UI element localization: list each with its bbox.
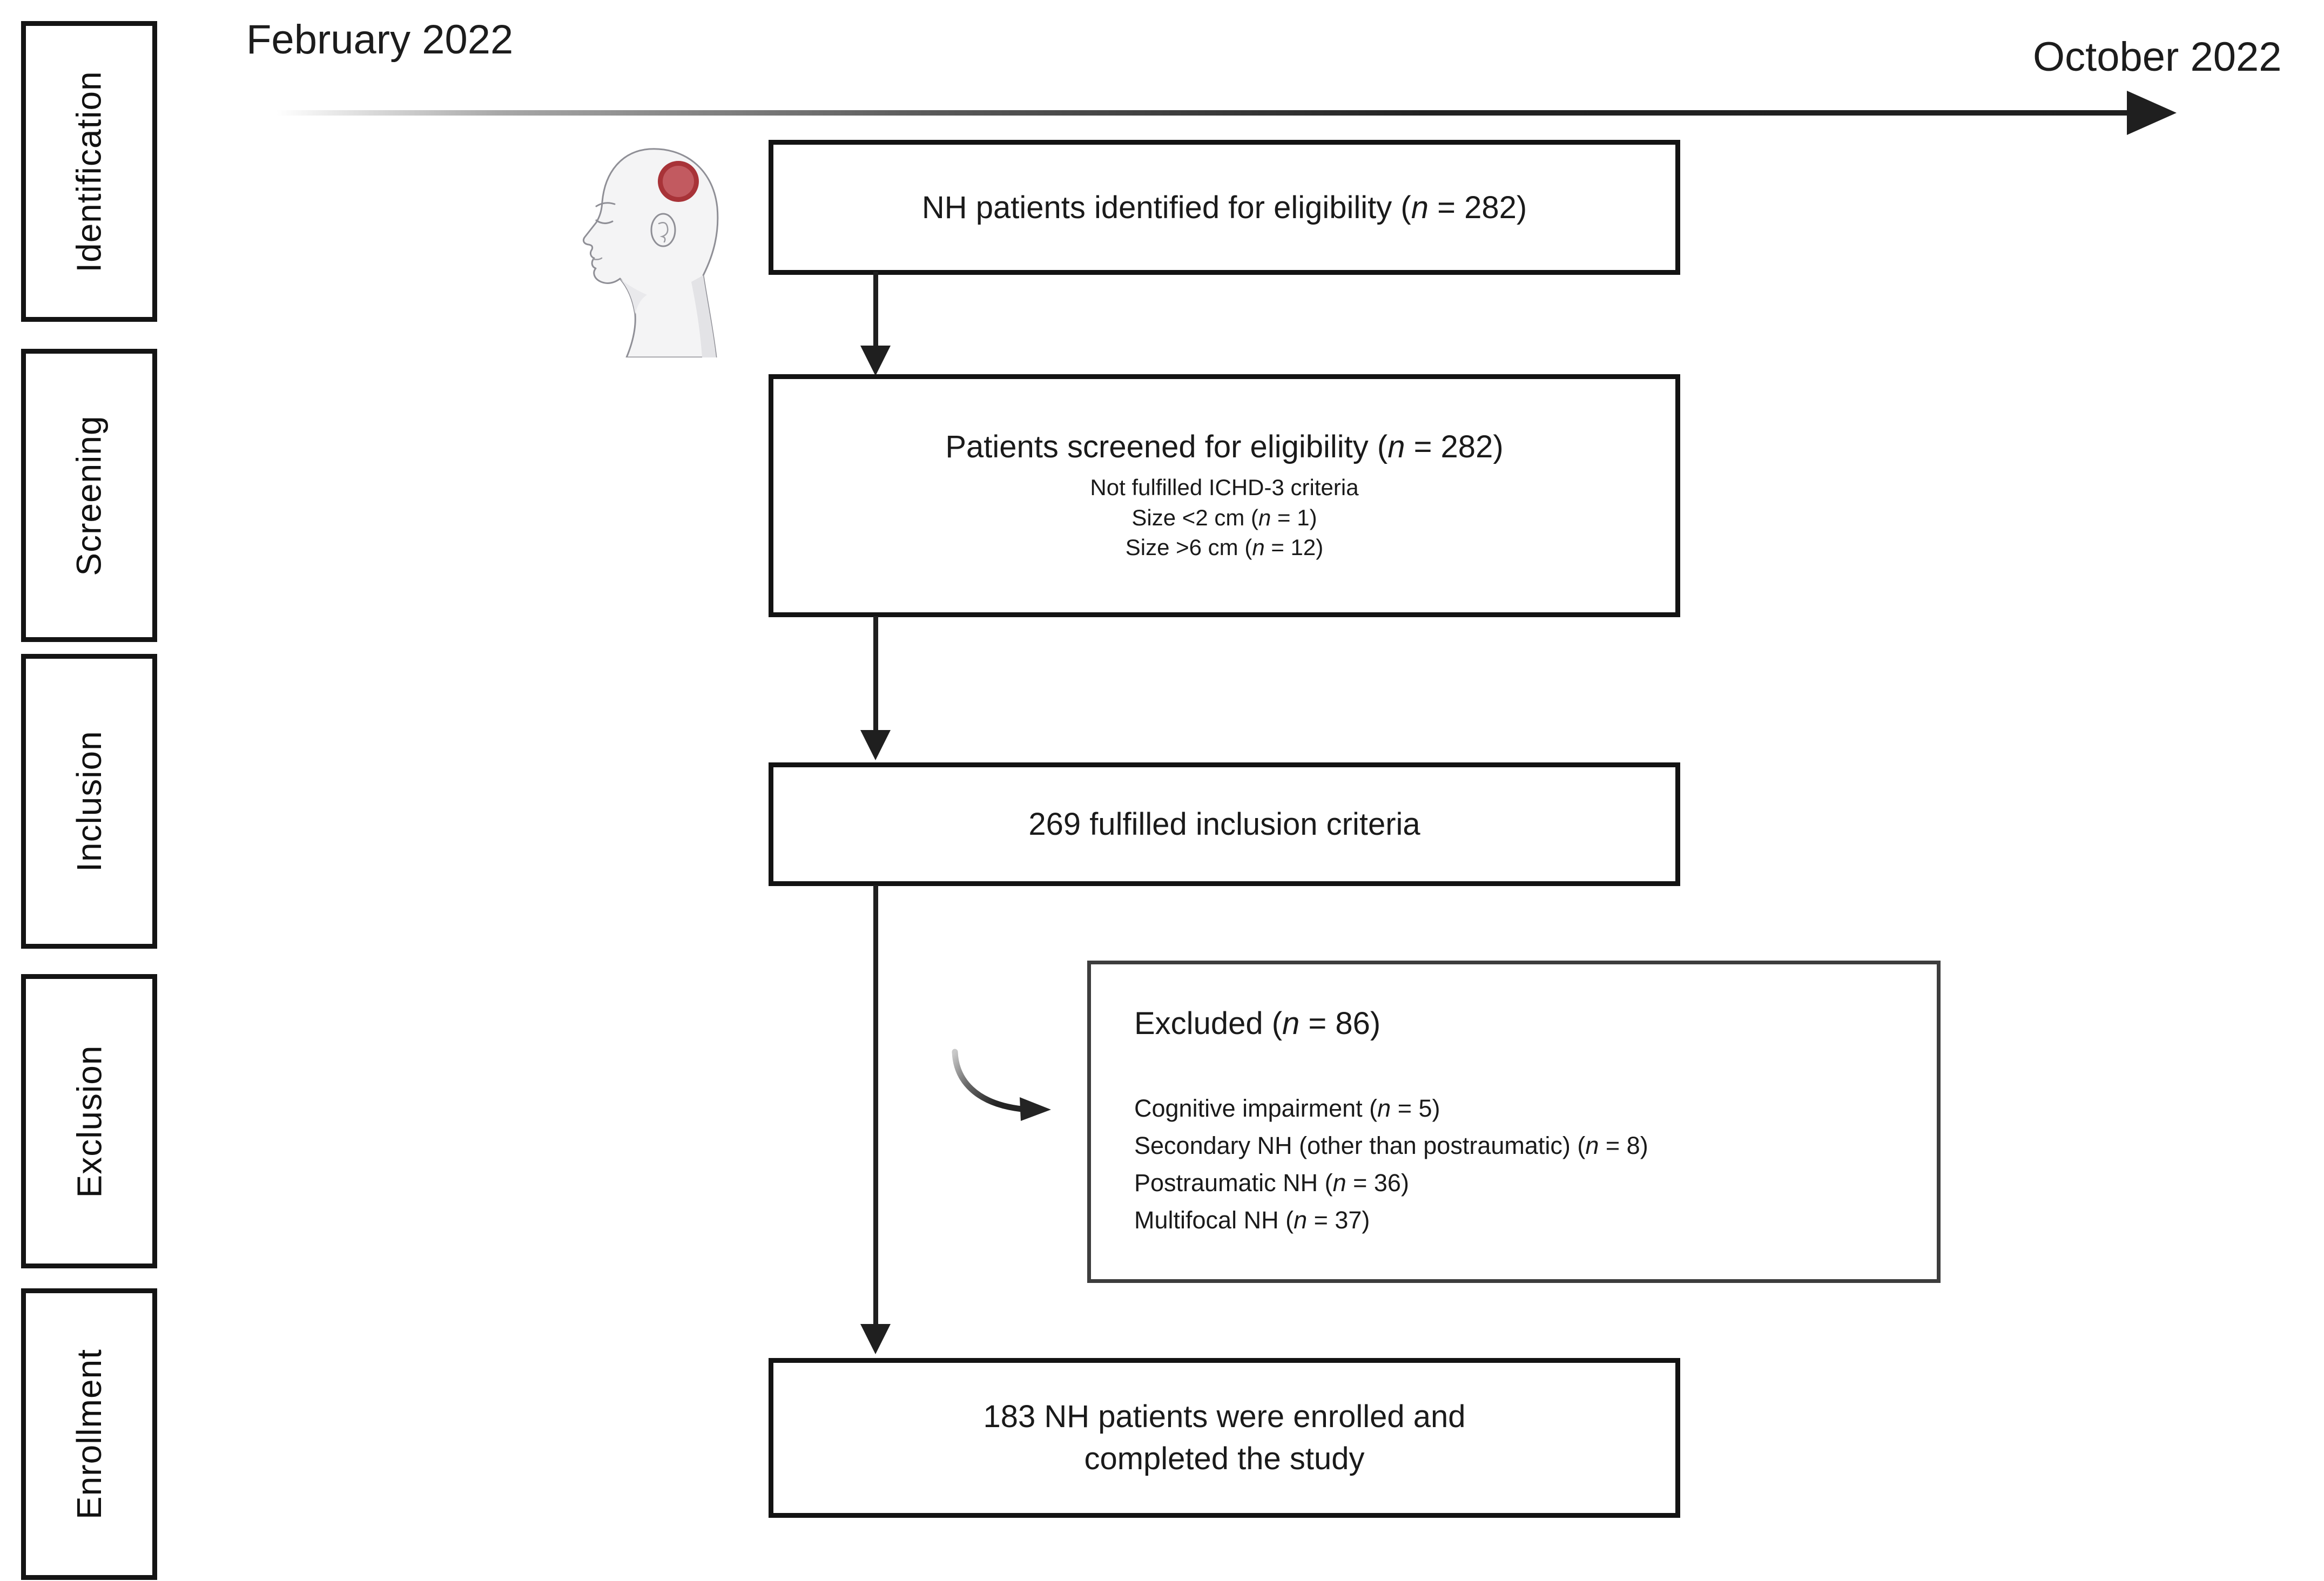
timeline-start-label: February 2022 — [246, 17, 514, 63]
timeline-line — [277, 110, 2128, 116]
rightward-timeline-arrow-icon — [2127, 91, 2177, 135]
jaw-shade — [620, 279, 647, 314]
excluded-box-title: Excluded (n = 86) — [1134, 1006, 1381, 1041]
excluded-reason-postraumatic: Postraumatic NH (n = 36) — [1134, 1168, 1409, 1197]
stage-inclusion: Inclusion — [21, 654, 157, 949]
stage-label: Inclusion — [70, 731, 109, 872]
lesion-fill — [663, 166, 694, 197]
inclusion-box-text: 269 fulfilled inclusion criteria — [1028, 807, 1420, 842]
curved-exclusion-arrow-icon — [952, 1049, 1051, 1121]
excluded-reasons-list: Cognitive impairment (n = 5) Secondary N… — [1134, 1090, 1915, 1239]
inclusion-box: 269 fulfilled inclusion criteria — [769, 762, 1680, 886]
stage-identification: Identification — [21, 21, 157, 322]
stage-screening: Screening — [21, 349, 157, 642]
neck-shade — [691, 275, 716, 357]
ear-inner — [658, 222, 669, 243]
ear — [650, 213, 676, 247]
stage-enrollment: Enrollment — [21, 1288, 157, 1580]
stage-label: Exclusion — [70, 1045, 109, 1198]
eyebrow — [595, 202, 616, 207]
screened-size-small-line: Size <2 cm (n = 1) — [1131, 504, 1317, 530]
excluded-reason-secondary: Secondary NH (other than postraumatic) (… — [1134, 1131, 1648, 1159]
flow-arrow-line-1 — [873, 272, 878, 347]
stage-label: Identification — [70, 70, 109, 273]
identified-box: NH patients identified for eligibility (… — [769, 140, 1680, 275]
excluded-box: Excluded (n = 86) Cognitive impairment (… — [1087, 961, 1941, 1283]
excluded-reason-cognitive: Cognitive impairment (n = 5) — [1134, 1094, 1440, 1122]
timeline-end-label: October 2022 — [2033, 34, 2282, 80]
down-arrow-icon — [860, 730, 891, 760]
screened-criteria-line: Not fulfilled ICHD-3 criteria — [1090, 475, 1359, 501]
screened-size-large-line: Size >6 cm (n = 12) — [1125, 535, 1324, 560]
excluded-reason-multifocal: Multifocal NH (n = 37) — [1134, 1206, 1370, 1234]
down-arrow-icon — [860, 1324, 891, 1354]
enrolled-box-line2: completed the study — [1084, 1441, 1365, 1476]
flow-arrow-line-3 — [873, 885, 878, 1325]
enrolled-box-line1: 183 NH patients were enrolled and — [983, 1398, 1466, 1434]
head-icon — [582, 148, 719, 357]
down-arrow-icon — [860, 346, 891, 376]
mouth-line — [592, 257, 603, 260]
stage-label: Enrollment — [70, 1349, 109, 1519]
identified-box-text: NH patients identified for eligibility (… — [921, 190, 1527, 225]
stage-exclusion: Exclusion — [21, 974, 157, 1268]
closed-eye — [595, 219, 614, 224]
enrolled-box: 183 NH patients were enrolled and comple… — [769, 1358, 1680, 1518]
flow-arrow-line-2 — [873, 616, 878, 731]
screened-box-title: Patients screened for eligibility (n = 2… — [945, 429, 1504, 465]
screened-box: Patients screened for eligibility (n = 2… — [769, 374, 1680, 617]
stage-label: Screening — [70, 415, 109, 576]
